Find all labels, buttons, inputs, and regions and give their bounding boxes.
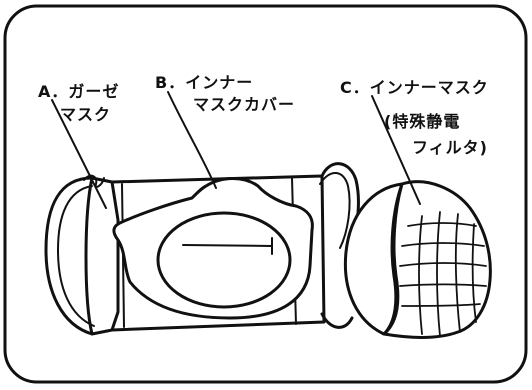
- gauze-mask-body: [110, 174, 326, 332]
- gauze-mask-left-loop: [44, 176, 94, 336]
- leader-line-b: [167, 91, 217, 189]
- inner-mask-cover-window: [156, 211, 292, 309]
- gauze-mask-left-fold: [84, 176, 120, 336]
- diagram-frame: [3, 4, 528, 384]
- leader-line-a: [51, 99, 107, 209]
- label-c-title: C．インナーマスク: [340, 78, 489, 97]
- inner-mask-cover-outline: [112, 177, 314, 320]
- inner-mask-cover-measure-line: [182, 237, 273, 255]
- label-c-subtitle-2: フィルタ): [412, 138, 488, 157]
- gauze-mask: [44, 162, 360, 336]
- label-a-title: A．ガーゼ: [38, 82, 120, 101]
- label-b-subtitle: マスクカバー: [193, 95, 296, 114]
- inner-mask-filter-grid: [399, 211, 487, 337]
- inner-mask: [343, 180, 492, 339]
- label-b-title: B．インナー: [155, 73, 254, 92]
- leader-line-c: [371, 95, 421, 205]
- leader-lines: [51, 91, 421, 209]
- label-c-subtitle: (特殊静電: [384, 112, 461, 131]
- gauze-mask-right-loop-bottom: [320, 312, 354, 329]
- gauze-mask-right-loop-inner: [319, 172, 351, 249]
- inner-mask-side: [343, 182, 404, 336]
- gauze-mask-left-loop-inner: [57, 185, 95, 327]
- label-a-subtitle: マスク: [60, 105, 112, 124]
- inner-mask-cover: [112, 177, 314, 320]
